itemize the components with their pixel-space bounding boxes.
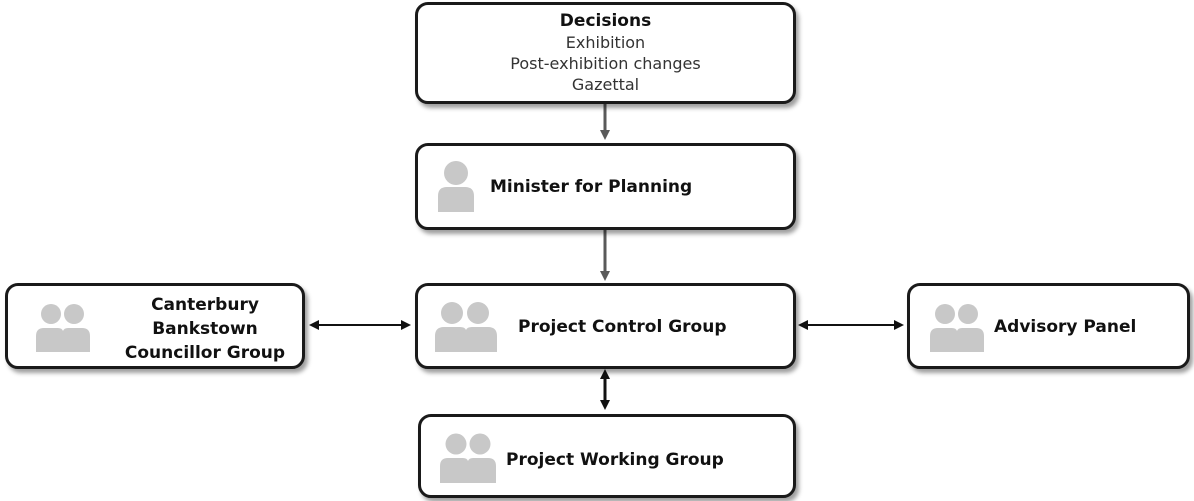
advisory-box: Advisory Panel xyxy=(907,283,1190,369)
pwg-box: Project Working Group xyxy=(418,414,796,498)
decisions-line-exhibition: Exhibition xyxy=(565,33,646,52)
councillor-box: Canterbury Bankstown Councillor Group xyxy=(5,283,305,369)
pwg-title: Project Working Group xyxy=(506,450,724,470)
group-icon xyxy=(36,304,90,352)
group-icon xyxy=(930,304,984,352)
decisions-title: Decisions xyxy=(559,11,652,31)
decisions-box: Decisions Exhibition Post-exhibition cha… xyxy=(415,2,796,104)
pcg-title: Project Control Group xyxy=(518,317,727,337)
decisions-line-post-exhibition: Post-exhibition changes xyxy=(510,54,701,73)
councillor-line-group: Councillor Group xyxy=(124,343,286,363)
minister-box: Minister for Planning xyxy=(415,143,796,230)
councillor-line-canterbury: Canterbury xyxy=(151,295,259,315)
person-icon xyxy=(438,161,474,212)
minister-title: Minister for Planning xyxy=(490,177,693,197)
pcg-box: Project Control Group xyxy=(415,283,796,369)
advisory-title: Advisory Panel xyxy=(994,317,1137,337)
group-icon xyxy=(435,302,497,352)
group-icon xyxy=(440,433,496,483)
decisions-line-gazettal: Gazettal xyxy=(571,75,640,94)
councillor-line-bankstown: Bankstown xyxy=(152,319,258,339)
